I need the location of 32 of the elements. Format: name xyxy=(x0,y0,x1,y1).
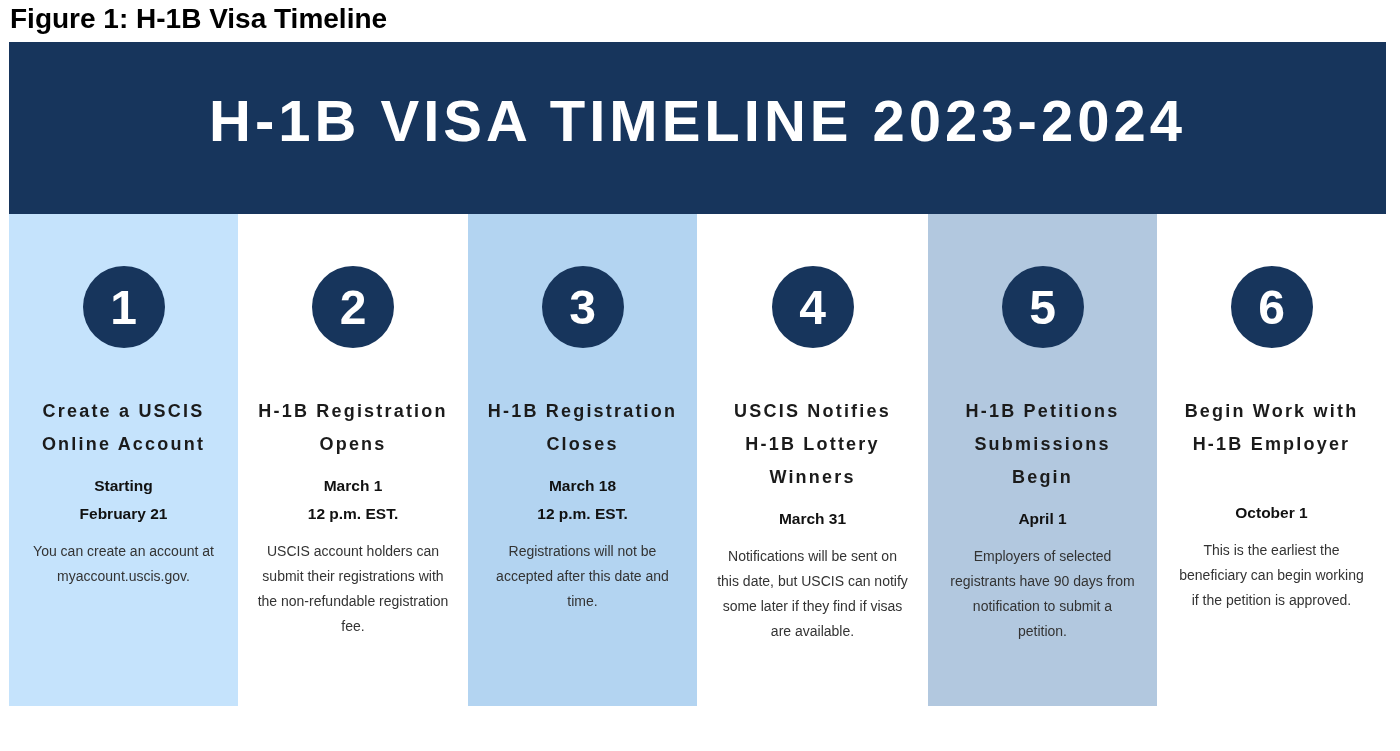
step-number-circle: 2 xyxy=(312,266,394,348)
step-date: October 1 xyxy=(1235,503,1308,523)
step-heading: Begin Work with H-1B Employer xyxy=(1183,400,1360,456)
step-date: March 1 xyxy=(323,476,383,496)
step-description: USCIS account holders can submit their registrations with the non-refundable registration fee. xyxy=(257,542,449,636)
step-heading: H-1B Registration Opens xyxy=(257,400,449,456)
step-description: You can create an account at myaccount.uscis.gov. xyxy=(32,542,215,586)
step-date: March 18 xyxy=(548,476,617,496)
step-number-circle: 5 xyxy=(1001,266,1084,348)
step-description: Employers of selected registrants have 90 days from notification to submit a petition. xyxy=(949,547,1136,641)
step-date: Starting February 21 xyxy=(78,476,169,524)
step-number-circle: 4 xyxy=(771,266,854,348)
step-heading: USCIS Notifies H-1B Lottery Winners xyxy=(733,400,892,489)
step-number-circle: 1 xyxy=(82,266,165,348)
timeline-column xyxy=(9,214,238,706)
step-heading: H-1B Registration Closes xyxy=(486,400,679,456)
timeline-column xyxy=(468,214,697,706)
step-description: Registrations will not be accepted after this date and time. xyxy=(495,542,670,611)
title-banner xyxy=(9,42,1386,214)
step-date: 12 p.m. EST. xyxy=(537,504,628,524)
step-heading: H-1B Petitions Submissions Begin xyxy=(964,400,1121,489)
banner-heading: H-1B VISA TIMELINE 2023-2024 xyxy=(209,86,1186,154)
step-description: Notifications will be sent on this date, but USCIS can notify some later if they find if visas are available. xyxy=(716,547,909,641)
step-number-circle: 6 xyxy=(1230,266,1313,348)
step-number-circle: 3 xyxy=(541,266,624,348)
figure-title: Figure 1: H-1B Visa Timeline xyxy=(10,3,388,35)
step-date: April 1 xyxy=(1018,509,1067,529)
step-heading: Create a USCIS Online Account xyxy=(40,400,207,456)
step-date: March 31 xyxy=(778,509,847,529)
timeline-column xyxy=(928,214,1157,706)
step-description: This is the earliest the beneficiary can begin working if the petition is approved. xyxy=(1178,541,1365,610)
step-date: 12 p.m. EST. xyxy=(307,504,399,524)
